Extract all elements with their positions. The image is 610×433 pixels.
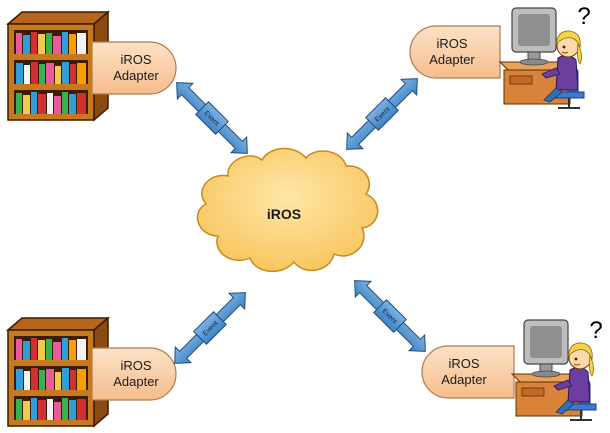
bottom-left-node: iROS Adapter bbox=[7, 317, 177, 427]
event-arrow-top-left: Event bbox=[168, 74, 256, 162]
iros-adapter-bottom-right: iROS Adapter bbox=[421, 345, 515, 399]
adapter-line2: Adapter bbox=[113, 68, 159, 83]
user-at-computer-icon bbox=[499, 7, 585, 109]
iros-adapter-bottom-left: iROS Adapter bbox=[91, 347, 177, 401]
top-right-node: iROS Adapter ? bbox=[409, 3, 591, 109]
adapter-line1: iROS bbox=[120, 358, 151, 373]
event-arrow-top-right: Event bbox=[338, 70, 426, 158]
cloud-label: iROS bbox=[267, 206, 301, 222]
event-arrow-bottom-right: Event bbox=[346, 272, 434, 360]
adapter-line1: iROS bbox=[448, 356, 479, 371]
top-left-node: iROS Adapter bbox=[7, 11, 177, 121]
iros-adapter-top-left: iROS Adapter bbox=[91, 41, 177, 95]
adapter-line1: iROS bbox=[436, 36, 467, 51]
question-mark: ? bbox=[589, 317, 602, 344]
iros-cloud: iROS bbox=[196, 147, 379, 272]
event-arrow-bottom-left: Event bbox=[166, 284, 254, 372]
adapter-line2: Adapter bbox=[429, 52, 475, 67]
bottom-right-node: iROS Adapter ? bbox=[421, 317, 603, 421]
iros-adapter-top-right: iROS Adapter bbox=[409, 25, 501, 79]
question-mark: ? bbox=[577, 3, 590, 30]
adapter-line2: Adapter bbox=[441, 372, 487, 387]
adapter-line2: Adapter bbox=[113, 374, 159, 389]
adapter-line1: iROS bbox=[120, 52, 151, 67]
user-at-computer-icon bbox=[511, 319, 597, 421]
